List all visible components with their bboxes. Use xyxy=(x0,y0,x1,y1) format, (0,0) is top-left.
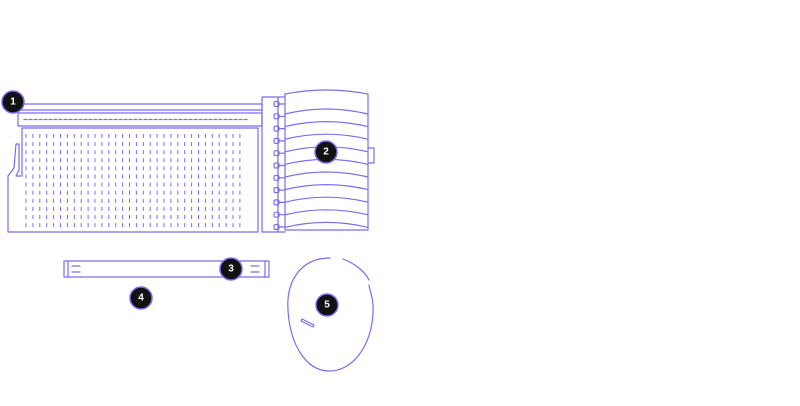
callout-3-circle xyxy=(219,257,243,281)
cable-strip-end-right xyxy=(250,260,266,278)
callout-4: 4 xyxy=(129,286,153,310)
callout-3-label: 3 xyxy=(228,264,234,275)
panel-slat xyxy=(284,133,369,140)
keyboard-top-strip xyxy=(17,103,263,111)
callout-4-circle xyxy=(129,286,153,310)
panel-slat xyxy=(284,171,369,178)
callout-5-label: 5 xyxy=(324,300,330,311)
keyboard-part xyxy=(7,96,279,233)
panel-slat xyxy=(284,209,369,216)
keyboard-body-outline xyxy=(7,127,259,233)
panel-slat xyxy=(284,196,369,203)
callout-1-label: 1 xyxy=(10,97,16,108)
mouse-outline xyxy=(287,257,374,372)
callout-4-label: 4 xyxy=(138,293,144,304)
keyboard-bracket xyxy=(261,96,279,233)
panel-slat xyxy=(284,108,369,115)
callout-5-circle xyxy=(315,293,339,317)
side-panel-pins xyxy=(273,100,286,231)
callout-2-circle xyxy=(314,140,338,164)
side-panel-outline xyxy=(284,89,369,231)
mouse-outline-gap xyxy=(342,258,370,281)
cable-strip-end-left xyxy=(67,260,81,278)
callout-2: 2 xyxy=(314,140,338,164)
callout-2-label: 2 xyxy=(323,147,329,158)
callout-1: 1 xyxy=(1,90,25,114)
mouse-part xyxy=(287,257,374,372)
side-panel-part xyxy=(273,89,375,233)
cable-strip-part xyxy=(63,260,270,278)
cable-strip-outline xyxy=(63,260,270,278)
key-grid xyxy=(25,134,241,228)
panel-slat xyxy=(284,121,369,128)
side-panel-spine xyxy=(277,96,286,233)
callout-1-circle xyxy=(1,90,25,114)
mouse-scroll-wheel xyxy=(300,318,315,328)
side-panel-slats xyxy=(284,108,369,228)
callout-5: 5 xyxy=(315,293,339,317)
panel-slat xyxy=(284,221,369,228)
side-panel-tab xyxy=(367,147,375,164)
panel-slat xyxy=(284,184,369,191)
callout-3: 3 xyxy=(219,257,243,281)
